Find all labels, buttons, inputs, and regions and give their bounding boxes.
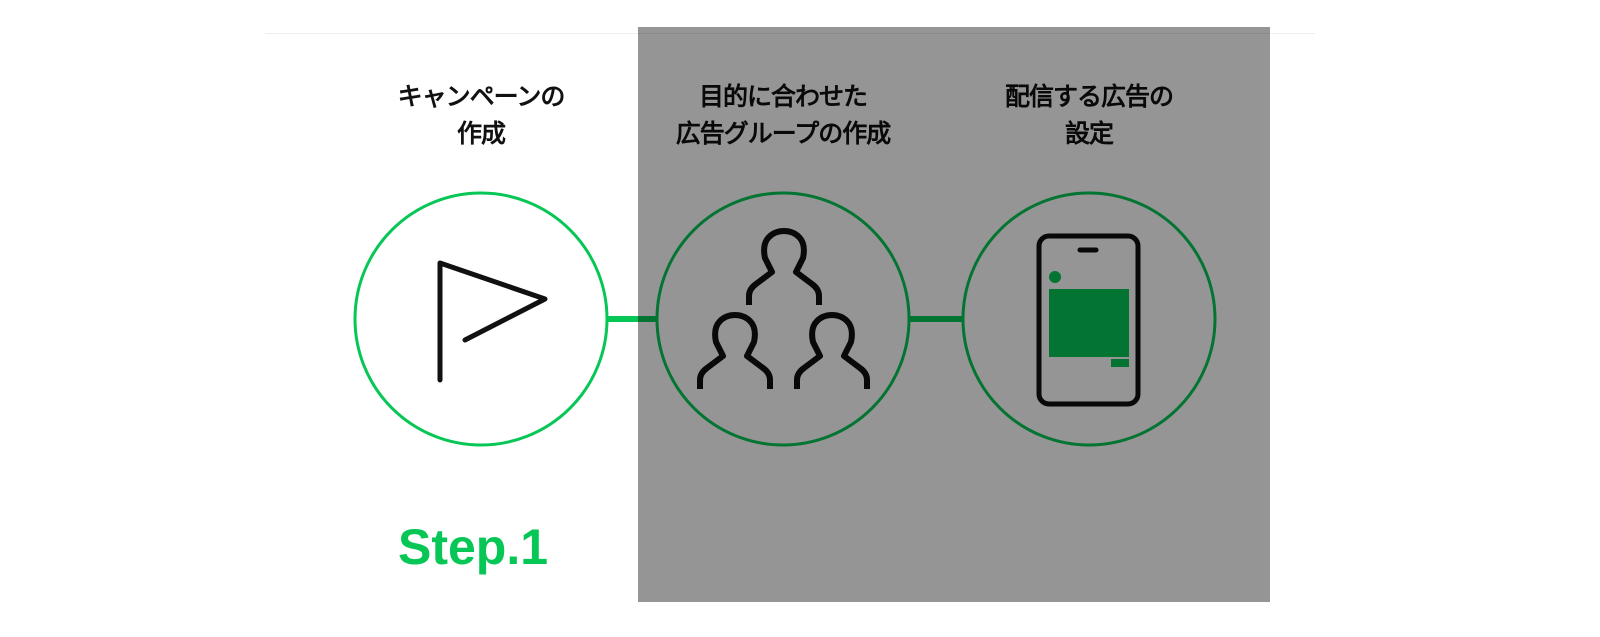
step-3-title-line1: 配信する広告の — [1004, 82, 1174, 111]
step-1-title-line1: キャンペーンの — [397, 82, 566, 111]
step-3-title-line2: 設定 — [1064, 119, 1114, 148]
smartphone-icon — [1036, 233, 1141, 407]
flag-icon — [437, 260, 548, 383]
step-1-circle — [353, 191, 609, 447]
step-3-title: 配信する広告の 設定 — [939, 78, 1239, 152]
people-group-icon — [697, 228, 870, 389]
step-2-title: 目的に合わせた 広告グループの作成 — [633, 78, 933, 152]
step-2-title-line2: 広告グループの作成 — [675, 119, 892, 148]
inactive-steps-overlay — [638, 27, 1270, 602]
step-1-title: キャンペーンの 作成 — [331, 78, 631, 152]
current-step-label: Step.1 — [398, 519, 549, 575]
step-2-title-line1: 目的に合わせた — [698, 82, 868, 111]
top-divider — [265, 33, 1315, 34]
step-2-circle — [655, 191, 911, 447]
step-1-title-line2: 作成 — [456, 119, 506, 148]
